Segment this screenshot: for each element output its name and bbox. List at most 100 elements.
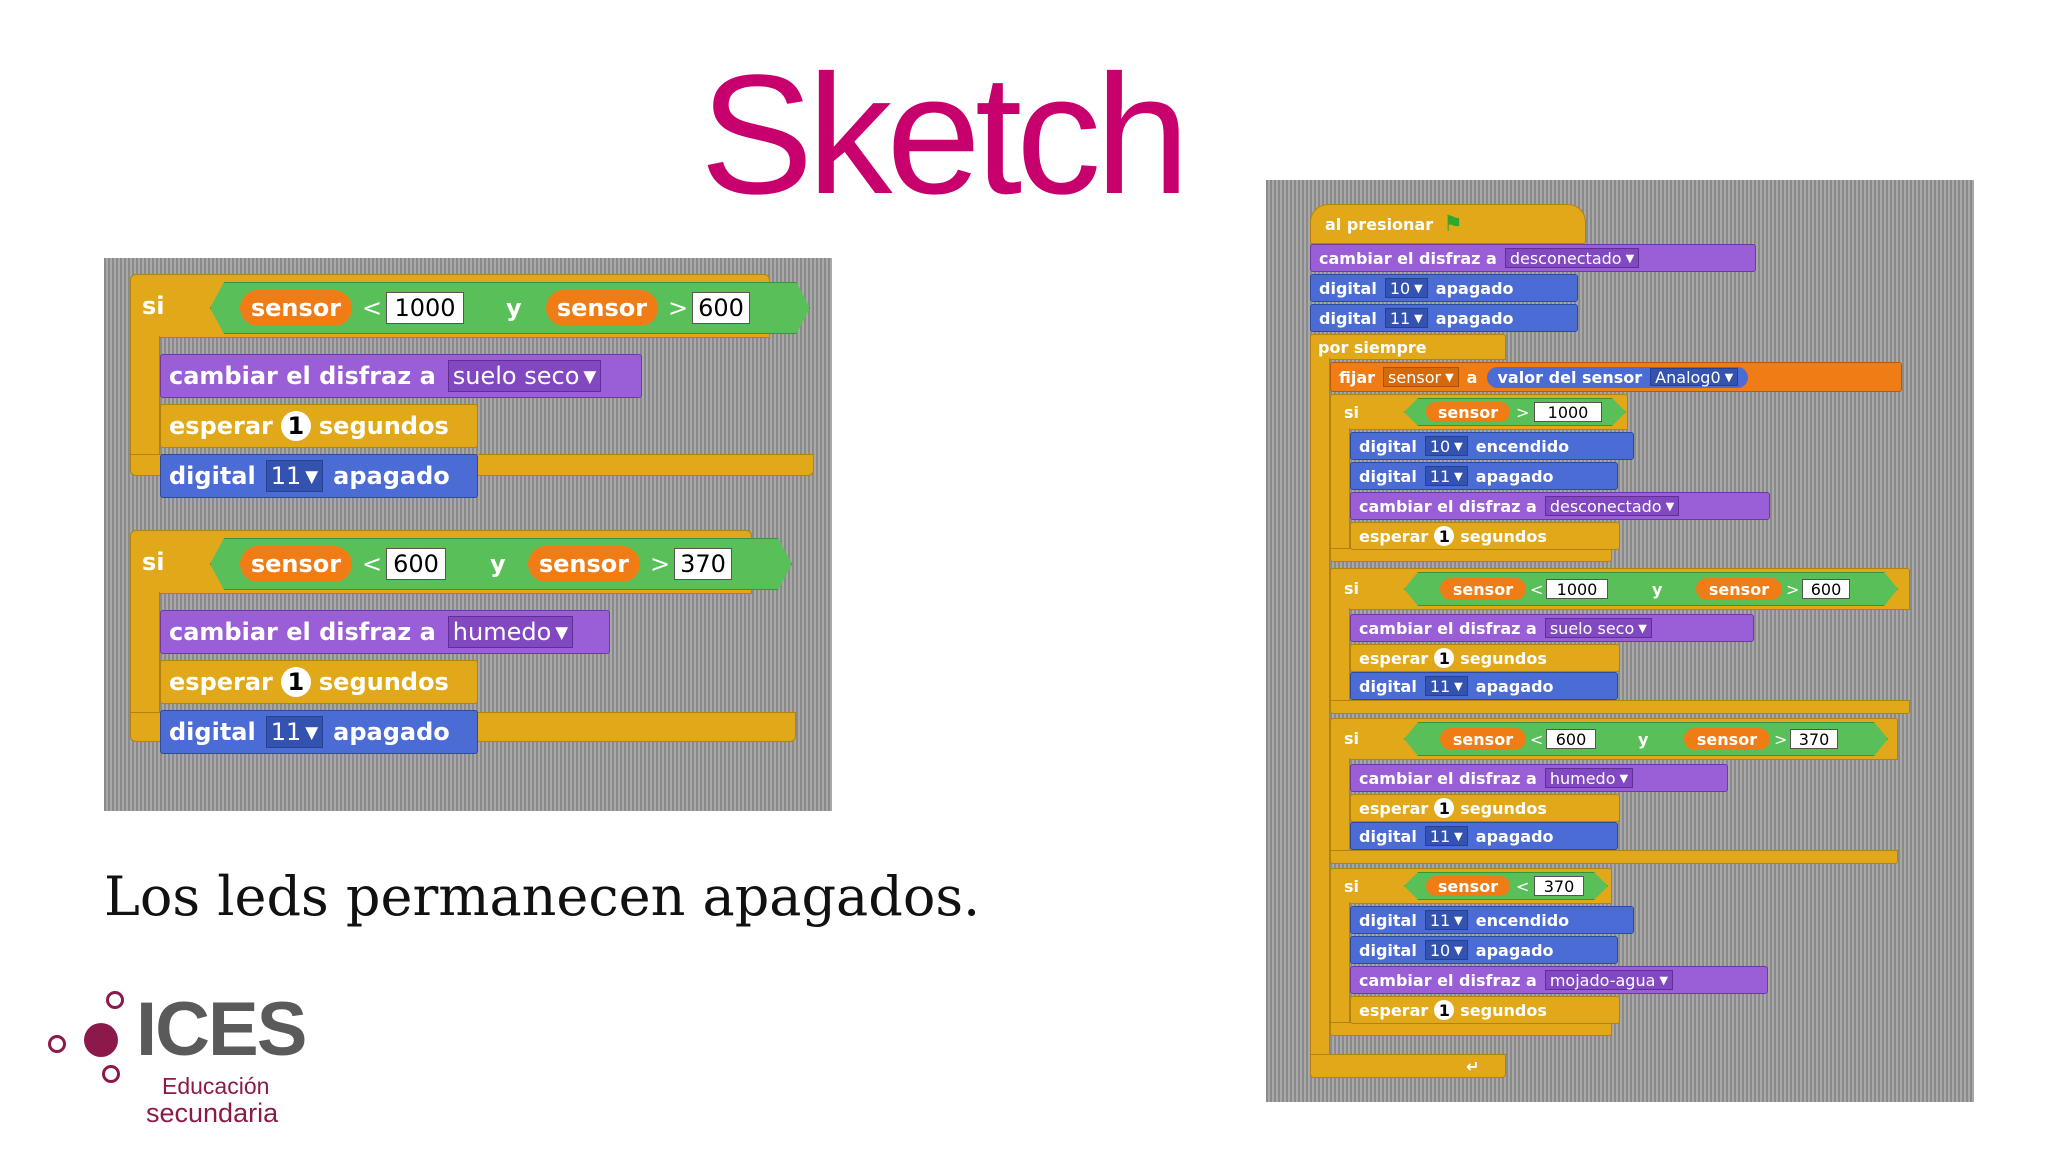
switch-costume-block[interactable]: cambiar el disfraz a mojado-agua▼: [1350, 966, 1768, 994]
sensor-variable[interactable]: sensor: [1440, 728, 1526, 750]
pin-dropdown[interactable]: 11▼: [265, 460, 324, 492]
digital-pin-block[interactable]: digital 10▼ apagado: [1350, 936, 1618, 964]
digital-pin-block[interactable]: digital 11▼ encendido: [1350, 906, 1634, 934]
variable-dropdown[interactable]: sensor▼: [1383, 367, 1459, 387]
pin-dropdown[interactable]: 11▼: [1424, 910, 1468, 930]
wait-block[interactable]: esperar 1 segundos: [1350, 794, 1620, 822]
value-input[interactable]: 600: [1546, 728, 1596, 750]
pin-dropdown[interactable]: 10▼: [1384, 278, 1428, 298]
value-input[interactable]: 600: [692, 291, 750, 325]
switch-costume-block[interactable]: cambiar el disfraz a desconectado▼: [1350, 492, 1770, 520]
pin-dropdown[interactable]: 11▼: [1424, 676, 1468, 696]
green-flag-icon: ⚑: [1443, 211, 1463, 237]
costume-dropdown[interactable]: humedo▼: [447, 616, 574, 648]
if-keyword: si: [142, 548, 165, 576]
wait-seconds-input[interactable]: 1: [1434, 1000, 1455, 1020]
set-variable-block[interactable]: fijar sensor▼ a valor del sensor Analog0…: [1330, 362, 1902, 392]
costume-dropdown[interactable]: mojado-agua▼: [1544, 970, 1673, 990]
sensor-variable[interactable]: sensor: [240, 290, 352, 326]
wait-block[interactable]: esperar 1 segundos: [160, 660, 478, 704]
switch-costume-block[interactable]: cambiar el disfraz a desconectado▼: [1310, 244, 1756, 272]
less-than-operator: <: [1530, 579, 1544, 599]
digital-pin-block[interactable]: digital 11▼ apagado: [1350, 672, 1618, 700]
digital-pin-block[interactable]: digital 11▼ apagado: [160, 710, 478, 754]
wait-seconds-input[interactable]: 1: [280, 667, 311, 697]
switch-costume-block[interactable]: cambiar el disfraz a humedo▼: [1350, 764, 1728, 792]
wait-block[interactable]: esperar 1 segundos: [1350, 522, 1620, 550]
and-keyword: y: [506, 294, 522, 322]
sensor-variable[interactable]: sensor: [1426, 402, 1510, 422]
costume-dropdown[interactable]: suelo seco▼: [1544, 618, 1652, 638]
sensor-variable[interactable]: sensor: [1696, 578, 1782, 600]
greater-than-operator: >: [1786, 579, 1800, 599]
dropdown-arrow-icon: ▼: [1454, 469, 1463, 483]
sensor-variable[interactable]: sensor: [1426, 876, 1510, 896]
when-flag-clicked-hat[interactable]: al presionar ⚑: [1310, 204, 1586, 244]
if-block-b-arm: [1330, 608, 1350, 702]
if-block-d-arm: [1330, 902, 1350, 1024]
and-keyword: y: [490, 550, 506, 578]
sensor-variable[interactable]: sensor: [1684, 728, 1770, 750]
wait-seconds-input[interactable]: 1: [1434, 648, 1455, 668]
if-block-c-foot: [1330, 850, 1898, 864]
if-keyword: si: [1344, 728, 1360, 748]
wait-block[interactable]: esperar 1 segundos: [1350, 996, 1620, 1024]
value-input[interactable]: 600: [1802, 578, 1850, 600]
if-block-c-arm: [1330, 758, 1350, 852]
sensor-value-reporter[interactable]: valor del sensor Analog0▼: [1487, 366, 1749, 388]
switch-costume-block[interactable]: cambiar el disfraz a suelo seco▼: [1350, 614, 1754, 642]
wait-block[interactable]: esperar 1 segundos: [160, 404, 478, 448]
pin-dropdown[interactable]: 11▼: [1384, 308, 1428, 328]
digital-pin-block[interactable]: digital 11▼ apagado: [1350, 462, 1618, 490]
digital-pin-block[interactable]: digital 11▼ apagado: [1350, 822, 1618, 850]
switch-costume-block[interactable]: cambiar el disfraz a humedo▼: [160, 610, 610, 654]
wait-block[interactable]: esperar 1 segundos: [1350, 644, 1620, 672]
switch-costume-block[interactable]: cambiar el disfraz a suelo seco▼: [160, 354, 642, 398]
value-input[interactable]: 1000: [386, 291, 464, 325]
slide-title: Sketch: [700, 40, 1190, 230]
digital-pin-block[interactable]: digital 11▼ apagado: [1310, 304, 1578, 332]
dropdown-arrow-icon: ▼: [1454, 829, 1463, 843]
digital-pin-block[interactable]: digital 10▼ encendido: [1350, 432, 1634, 460]
costume-dropdown[interactable]: humedo▼: [1544, 768, 1634, 788]
sensor-dropdown[interactable]: Analog0▼: [1650, 368, 1739, 387]
value-input[interactable]: 370: [674, 547, 732, 581]
value-input[interactable]: 1000: [1534, 401, 1602, 423]
scratch-script-panel-left: si sensor < 1000 y sensor > 600 cambiar …: [104, 258, 832, 811]
if-block-b-foot: [1330, 700, 1910, 714]
forever-keyword: por siempre: [1318, 337, 1427, 357]
value-input[interactable]: 600: [386, 547, 446, 581]
value-input[interactable]: 370: [1534, 875, 1584, 897]
sensor-variable[interactable]: sensor: [546, 290, 658, 326]
pin-dropdown[interactable]: 10▼: [1424, 436, 1468, 456]
if-block-2-arm: [130, 592, 160, 714]
greater-than-operator: >: [650, 550, 671, 578]
value-input[interactable]: 1000: [1546, 578, 1608, 600]
sensor-variable[interactable]: sensor: [1440, 578, 1526, 600]
dropdown-arrow-icon: ▼: [1445, 370, 1454, 384]
if-block-a-arm: [1330, 428, 1350, 550]
pin-dropdown[interactable]: 10▼: [1424, 940, 1468, 960]
dropdown-arrow-icon: ▼: [1414, 281, 1423, 295]
wait-seconds-input[interactable]: 1: [280, 411, 311, 441]
digital-pin-block[interactable]: digital 11▼ apagado: [160, 454, 478, 498]
costume-dropdown[interactable]: suelo seco▼: [447, 360, 602, 392]
value-input[interactable]: 370: [1790, 728, 1838, 750]
dropdown-arrow-icon: ▼: [1454, 439, 1463, 453]
if-keyword: si: [142, 292, 165, 320]
costume-dropdown[interactable]: desconectado▼: [1544, 496, 1680, 516]
forever-block[interactable]: [1310, 334, 1506, 360]
wait-seconds-input[interactable]: 1: [1434, 798, 1455, 818]
costume-dropdown[interactable]: desconectado▼: [1504, 248, 1640, 268]
sensor-variable[interactable]: sensor: [240, 546, 352, 582]
logo-subtitle: Educación: [162, 1073, 270, 1099]
digital-pin-block[interactable]: digital 10▼ apagado: [1310, 274, 1578, 302]
pin-dropdown[interactable]: 11▼: [1424, 466, 1468, 486]
pin-dropdown[interactable]: 11▼: [265, 716, 324, 748]
dropdown-arrow-icon: ▼: [1454, 679, 1463, 693]
sensor-variable[interactable]: sensor: [528, 546, 640, 582]
dropdown-arrow-icon: ▼: [1724, 370, 1734, 384]
pin-dropdown[interactable]: 11▼: [1424, 826, 1468, 846]
wait-seconds-input[interactable]: 1: [1434, 526, 1455, 546]
greater-than-operator: >: [1774, 729, 1788, 749]
